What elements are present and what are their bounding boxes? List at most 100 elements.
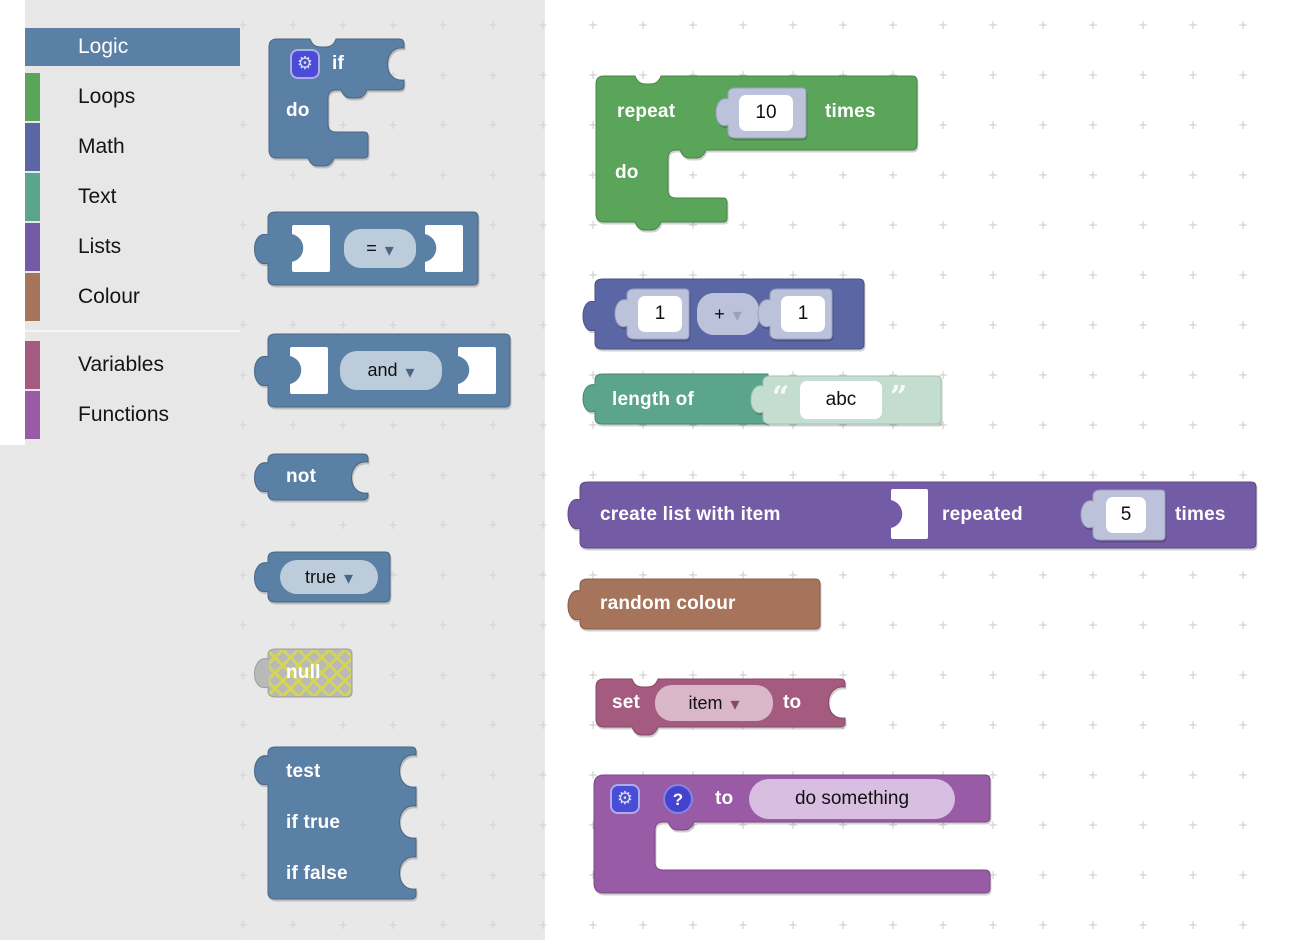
to-label: to <box>715 788 734 809</box>
category-color-swatch <box>25 123 40 171</box>
toolbox-category-lists[interactable]: Lists <box>25 222 240 272</box>
shadow-number-block[interactable]: 5 <box>1078 489 1166 541</box>
block-logic-compare[interactable]: = ▾ <box>244 211 484 289</box>
not-label: not <box>286 466 317 487</box>
gear-glyph: ⚙ <box>296 53 314 74</box>
block-colour-random[interactable]: random colour <box>564 578 822 630</box>
block-controls-repeat[interactable]: repeat 10 times do <box>595 75 925 235</box>
times-label: times <box>1175 504 1226 525</box>
block-text-length[interactable]: length of “ abc ” <box>578 373 944 427</box>
block-logic-ternary[interactable]: test if true if false <box>244 746 420 904</box>
block-logic-operation[interactable]: and ▾ <box>244 333 516 411</box>
set-label: set <box>612 692 641 713</box>
repeated-label: repeated <box>942 504 1023 525</box>
repeat-block-shape <box>595 75 918 231</box>
toolbox-category-logic[interactable]: Logic <box>25 28 240 66</box>
logic-operator-dropdown[interactable]: and ▾ <box>340 351 442 390</box>
do-label: do <box>615 162 639 183</box>
toolbox-category-colour[interactable]: Colour <box>25 272 240 322</box>
boolean-value-dropdown[interactable]: true ▾ <box>280 560 378 594</box>
text-value-field[interactable]: abc <box>800 381 882 419</box>
socket-tab <box>425 234 437 262</box>
to-label: to <box>783 692 802 713</box>
dropdown-value: item <box>688 692 723 713</box>
block-logic-null[interactable]: null <box>244 648 356 698</box>
chevron-down-icon: ▾ <box>730 694 740 714</box>
mutator-gear-icon[interactable]: ⚙ <box>610 784 640 814</box>
test-label: test <box>286 761 321 782</box>
right-operand-field[interactable]: 1 <box>781 296 825 332</box>
if-true-label: if true <box>286 812 341 833</box>
empty-socket[interactable] <box>292 225 330 272</box>
block-logic-negate[interactable]: not <box>244 453 370 503</box>
chevron-down-icon: ▾ <box>405 361 415 382</box>
block-logic-boolean[interactable]: true ▾ <box>244 551 394 605</box>
gear-glyph: ⚙ <box>616 788 634 809</box>
category-label: Lists <box>78 235 122 258</box>
block-math-arithmetic[interactable]: 1 + ▾ 1 <box>578 278 866 350</box>
function-name-field[interactable]: do something <box>749 779 955 819</box>
chevron-down-icon: ▾ <box>732 305 742 325</box>
question-mark-glyph: ? <box>672 789 684 809</box>
toolbox-gutter <box>0 0 25 445</box>
times-label: times <box>825 101 876 122</box>
shadow-number-block[interactable]: 1 <box>612 288 690 340</box>
category-color-swatch <box>25 73 40 121</box>
toolbox-category-loops[interactable]: Loops <box>25 72 240 122</box>
socket-tab <box>458 356 470 384</box>
block-controls-if[interactable]: ⚙ if do <box>268 38 418 170</box>
toolbox-separator <box>25 330 240 332</box>
socket-tab <box>891 500 903 528</box>
null-label: null <box>286 662 321 683</box>
mutator-gear-icon[interactable]: ⚙ <box>290 49 320 79</box>
toolbox-category-math[interactable]: Math <box>25 122 240 172</box>
category-label: Math <box>78 135 125 158</box>
create-list-label: create list with item <box>600 504 781 525</box>
category-color-swatch <box>25 341 40 389</box>
block-procedures-defnoreturn[interactable]: ⚙ ? to do something <box>593 768 993 898</box>
variable-dropdown[interactable]: item ▾ <box>655 685 773 721</box>
toolbox-category-text[interactable]: Text <box>25 172 240 222</box>
help-icon[interactable]: ? <box>663 784 693 814</box>
block-lists-repeat[interactable]: create list with item repeated 5 times <box>564 481 1258 549</box>
empty-socket[interactable] <box>425 225 463 272</box>
empty-socket[interactable] <box>891 489 928 539</box>
category-color-swatch <box>25 23 40 71</box>
chevron-down-icon: ▾ <box>343 568 354 588</box>
repeat-count-field[interactable]: 10 <box>739 95 793 131</box>
colour-block-shape <box>567 578 821 630</box>
empty-socket[interactable] <box>290 347 328 394</box>
empty-socket[interactable] <box>458 347 496 394</box>
block-variables-set[interactable]: set item ▾ to <box>595 678 847 736</box>
shadow-number-block[interactable]: 1 <box>755 288 833 340</box>
category-color-swatch <box>25 223 40 271</box>
category-label: Functions <box>78 403 170 426</box>
shadow-number-block[interactable]: 10 <box>713 87 807 139</box>
open-quote-icon: “ <box>772 380 790 415</box>
shadow-text-block[interactable]: “ abc ” <box>748 375 942 425</box>
socket-tab <box>290 356 302 384</box>
toolbox-category-variables[interactable]: Variables <box>25 340 240 390</box>
left-operand-field[interactable]: 1 <box>638 296 682 332</box>
function-name-value: do something <box>794 788 910 809</box>
not-block-shape <box>254 453 369 501</box>
repeat-count-field[interactable]: 5 <box>1106 497 1146 533</box>
category-color-swatch <box>25 173 40 221</box>
dropdown-value: + <box>714 303 725 324</box>
dropdown-value: = <box>366 238 377 258</box>
if-false-label: if false <box>286 863 348 884</box>
dropdown-value: true <box>304 566 336 587</box>
category-label: Loops <box>78 85 136 108</box>
repeat-label: repeat <box>617 101 676 122</box>
chevron-down-icon: ▾ <box>384 239 394 260</box>
math-operator-dropdown[interactable]: + ▾ <box>697 293 759 335</box>
ternary-block-shape <box>254 746 417 900</box>
category-label: Text <box>78 185 117 208</box>
category-label: Variables <box>78 353 164 376</box>
length-of-label: length of <box>612 389 695 410</box>
compare-operator-dropdown[interactable]: = ▾ <box>344 229 416 268</box>
if-label: if <box>332 53 345 74</box>
toolbox-category-functions[interactable]: Functions <box>25 390 240 440</box>
socket-tab <box>292 234 304 262</box>
